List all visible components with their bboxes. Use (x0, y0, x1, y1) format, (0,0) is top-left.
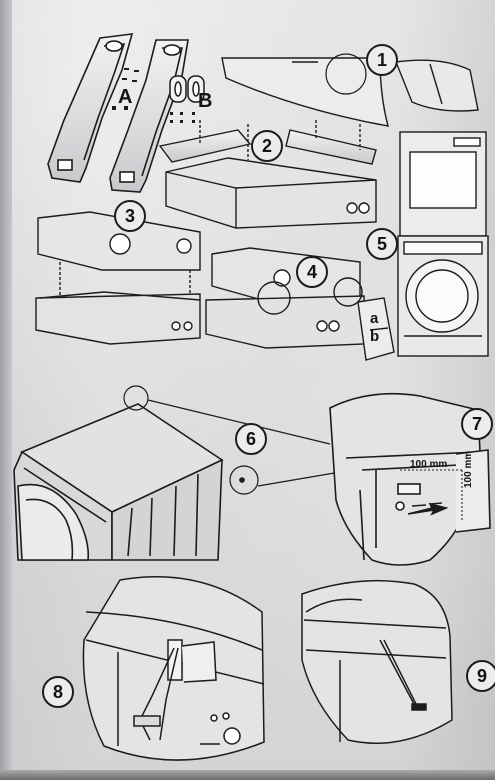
page-left-shadow (0, 0, 12, 780)
step-number-4: 4 (296, 256, 328, 288)
sub-label-b: b (370, 328, 380, 345)
step-number-9: 9 (466, 660, 495, 692)
step3-illustration (35, 211, 201, 345)
bracket-a-illustration (47, 33, 134, 183)
screw-dots (112, 68, 195, 123)
page-bottom-shadow (0, 770, 495, 780)
step1-illustration (221, 53, 479, 127)
step5-illustration (397, 131, 489, 357)
dimension-horizontal: 100 mm (410, 459, 448, 470)
step-number-5: 5 (366, 228, 398, 260)
step-number-8: 8 (42, 676, 74, 708)
step-number-6: 6 (235, 423, 267, 455)
step6-illustration (13, 385, 353, 561)
dimension-vertical: 100 mm (463, 450, 474, 488)
step8-illustration (82, 575, 265, 761)
part-label-a: A (118, 86, 133, 108)
step9-illustration (301, 579, 453, 745)
part-label-b: B (198, 90, 213, 112)
step-number-3: 3 (114, 200, 146, 232)
step7-illustration (329, 392, 491, 566)
step-number-1: 1 (366, 44, 398, 76)
part-b-plates (169, 75, 205, 103)
sub-label-a: a (370, 310, 379, 327)
step-number-2: 2 (251, 130, 283, 162)
step-number-7: 7 (461, 408, 493, 440)
bracket-a2-illustration (109, 39, 189, 193)
step2-illustration (158, 120, 377, 229)
